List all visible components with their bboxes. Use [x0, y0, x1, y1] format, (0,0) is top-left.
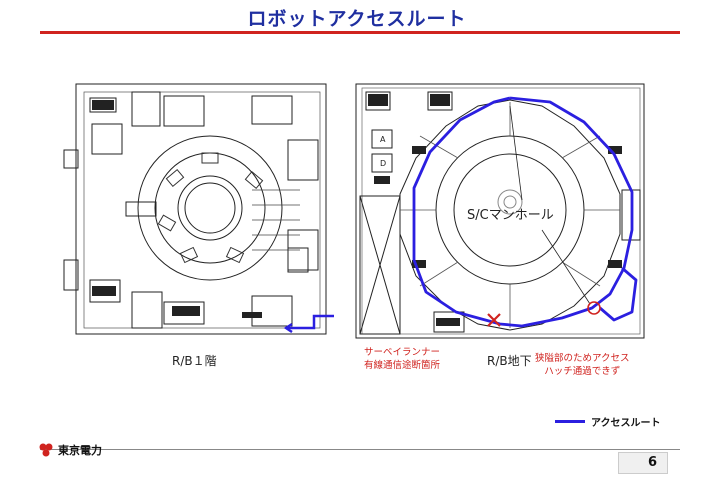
comm-break-marker [487, 313, 501, 327]
legend-route-line [555, 420, 585, 423]
floor-label-1f: R/B１階 [172, 354, 217, 368]
panel-box-d [371, 153, 393, 173]
floor-label-basement: R/B地下 [487, 354, 532, 368]
legend: アクセスルート [555, 414, 661, 429]
panel-box-a [371, 129, 393, 149]
title-underline [40, 31, 680, 34]
company-logo: 東京電力 [38, 442, 102, 458]
panel-label-d: D [380, 159, 387, 168]
manhole-label: S/Cマンホール [467, 208, 554, 223]
panel-label-a: A [380, 135, 386, 144]
rb-basement-floor-plan [352, 80, 652, 345]
legend-route-label: アクセスルート [591, 418, 661, 429]
company-name: 東京電力 [58, 444, 102, 457]
pointer-arrows [509, 105, 591, 305]
hatch-note: 狭隘部のためアクセス ハッチ通過できず [535, 353, 630, 377]
plan-outer-wall [75, 83, 327, 335]
hatch-marker [587, 301, 601, 315]
footer-divider [40, 449, 680, 450]
page-title: ロボットアクセスルート [247, 8, 467, 30]
rb-1f-floor-plan [52, 80, 342, 345]
access-route-basement [412, 96, 638, 328]
tepco-logo-icon [39, 443, 53, 457]
page-number: 6 [618, 452, 668, 474]
access-route-1f [283, 314, 334, 334]
comm-break-note: サーベイランナー 有線通信途断箇所 [364, 347, 441, 371]
